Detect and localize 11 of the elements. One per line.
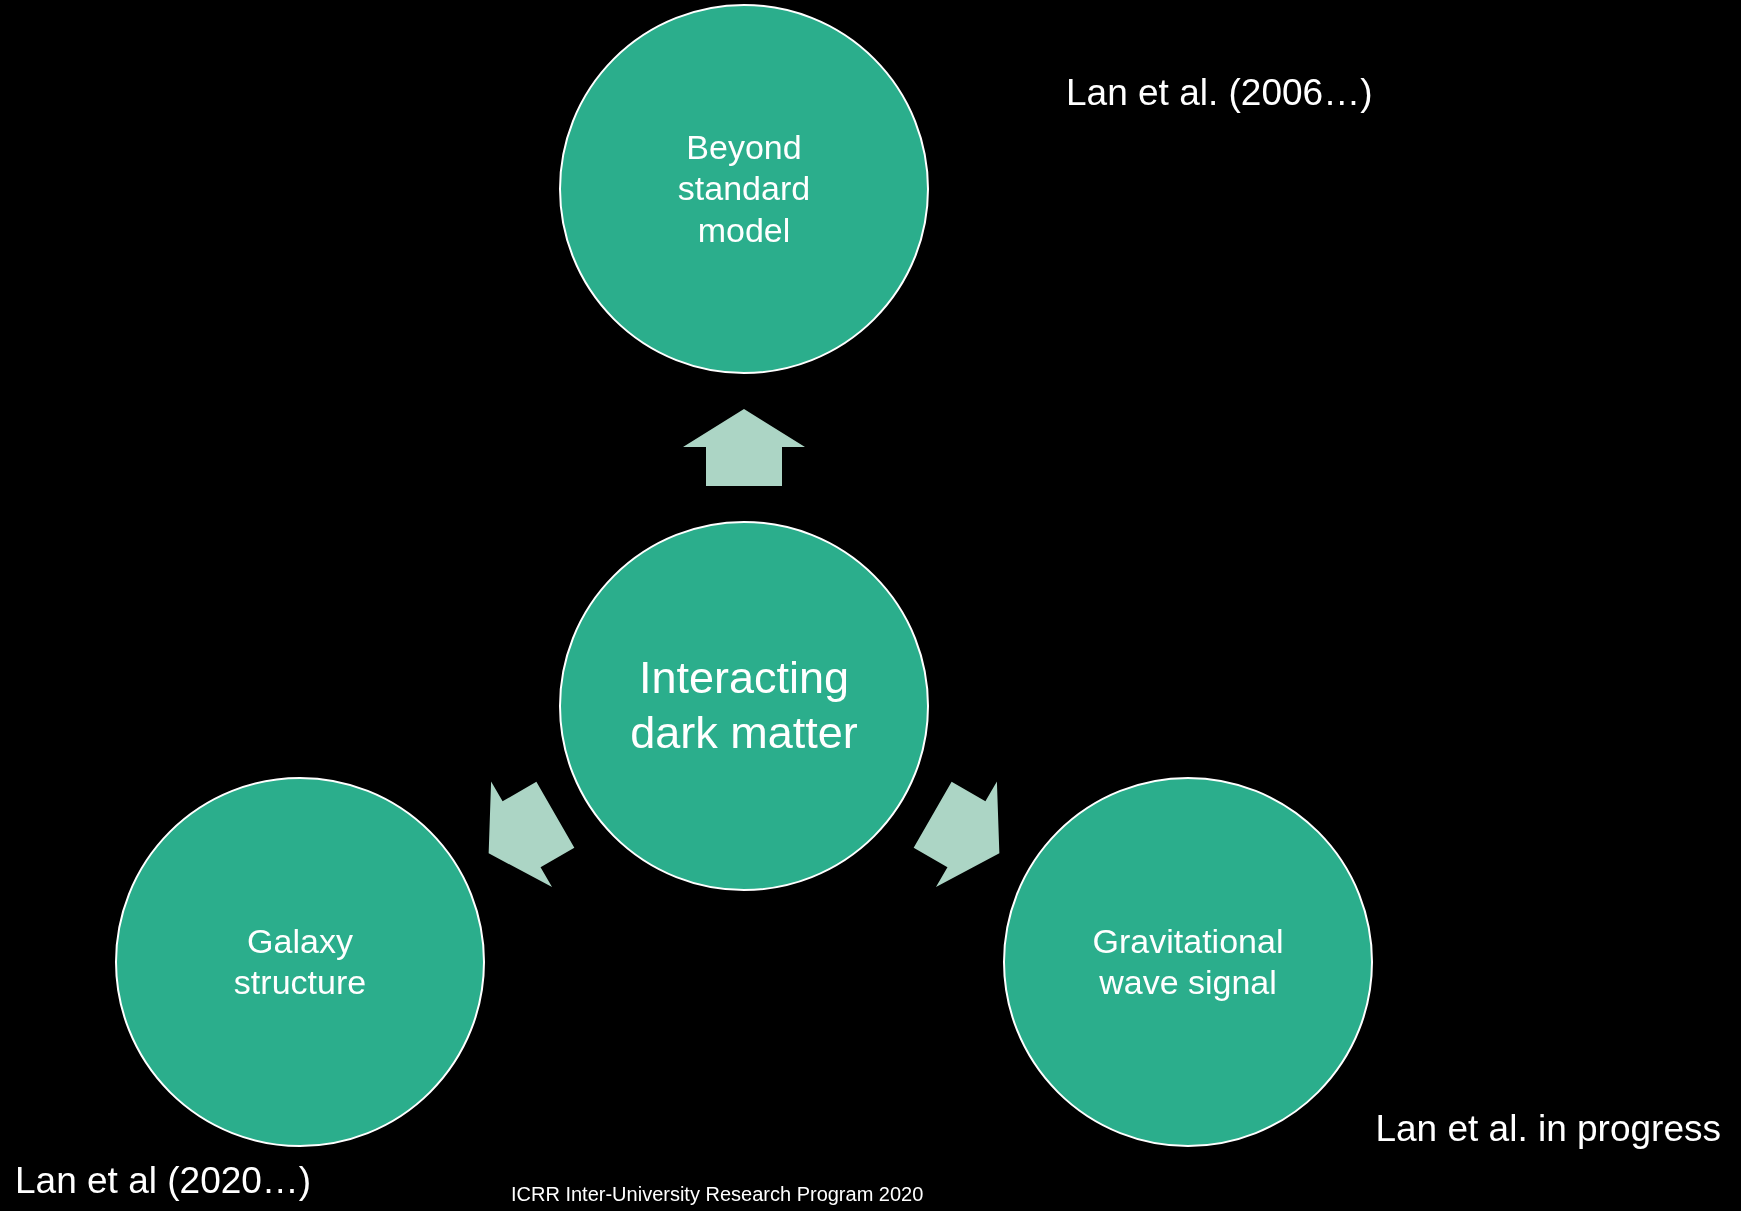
block-arrow bbox=[913, 781, 1000, 888]
topic-label: Gravitational wave signal bbox=[1091, 920, 1285, 1003]
topic-label: Interacting dark matter bbox=[629, 651, 859, 760]
topic-label: Beyond standard model bbox=[676, 126, 812, 251]
citation-text: Lan et al (2020…) bbox=[15, 1160, 312, 1202]
citation-text: Lan et al. (2006…) bbox=[1066, 72, 1373, 114]
block-arrow bbox=[488, 781, 575, 888]
block-arrow bbox=[683, 409, 805, 486]
topic-label: Galaxy structure bbox=[232, 920, 368, 1003]
citation-text: Lan et al. in progress bbox=[1375, 1108, 1721, 1150]
footer-note: ICRR Inter-University Research Program 2020 bbox=[511, 1183, 924, 1206]
